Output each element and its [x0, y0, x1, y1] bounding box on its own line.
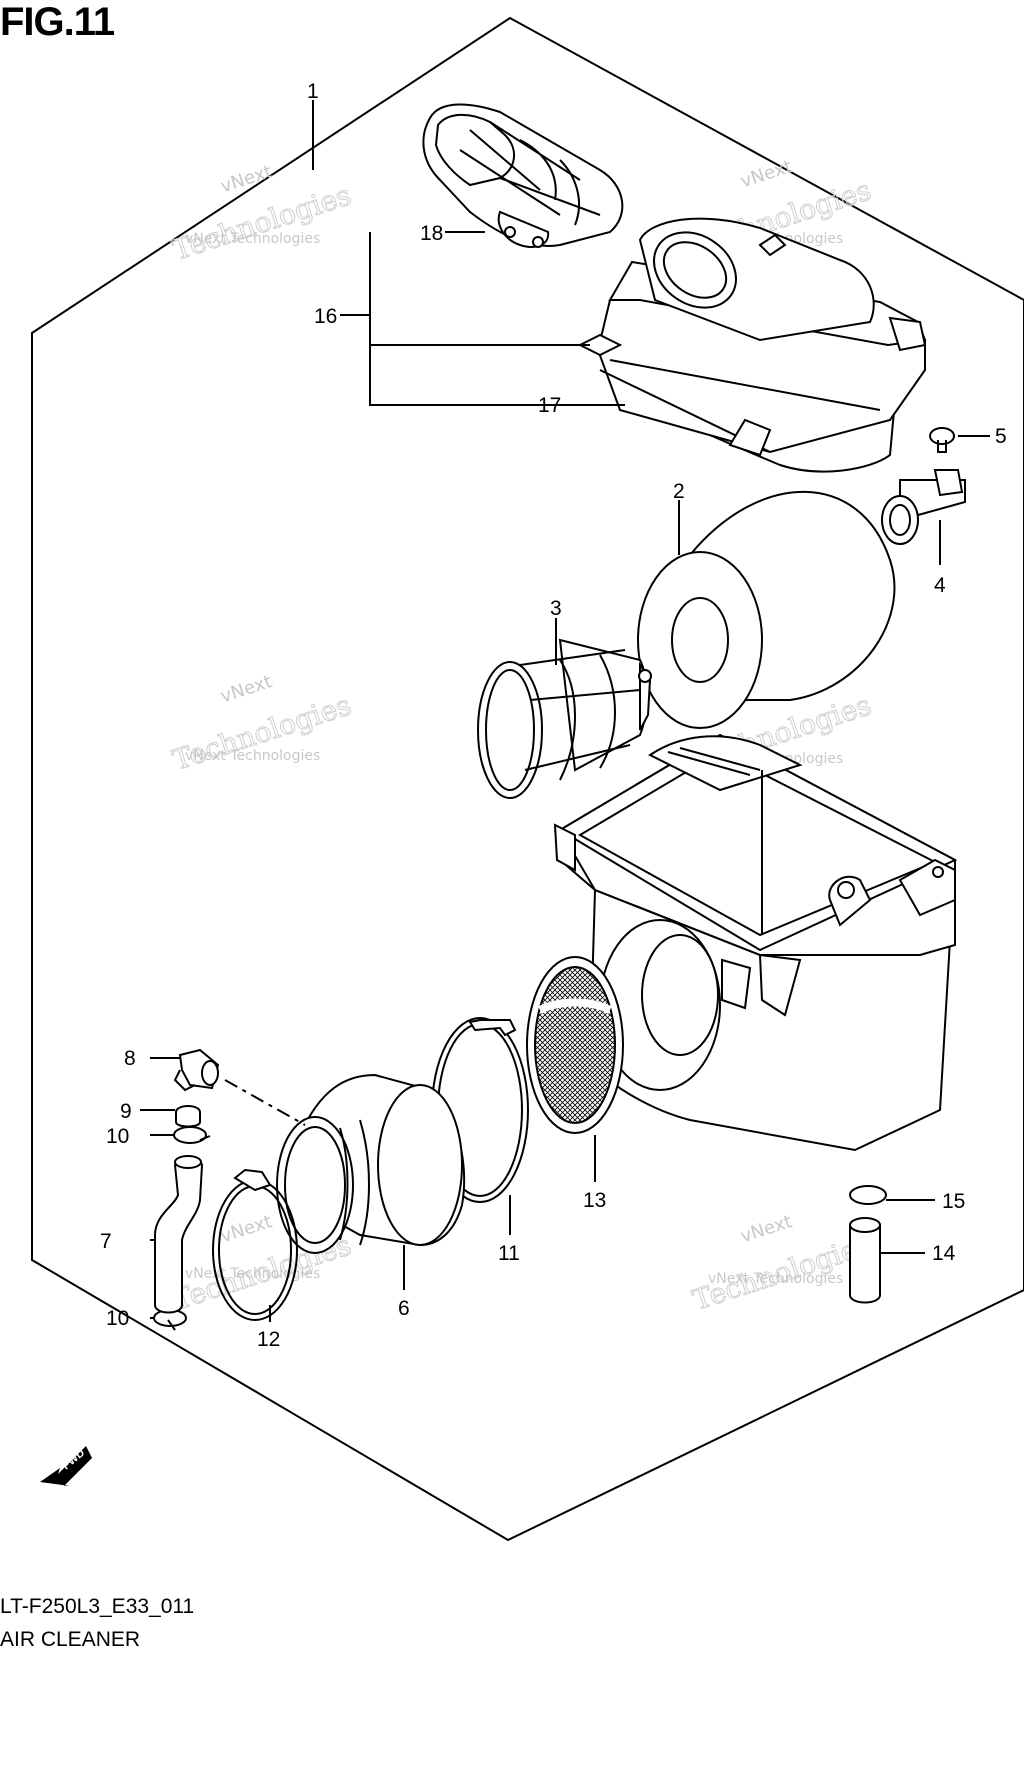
- watermark-text: vNext Technologies: [708, 1271, 843, 1287]
- part-breather-hose: [154, 1155, 204, 1314]
- part-drain-hose: [849, 1217, 881, 1304]
- callout-10-lower: 10: [106, 1307, 129, 1330]
- part-air-cleaner-case: [553, 733, 958, 1152]
- figure-title: FIG.11: [0, 0, 115, 44]
- part-air-cleaner-cap: [577, 217, 927, 473]
- callout-16: 16: [314, 305, 337, 328]
- watermark-text: vNext: [218, 671, 275, 707]
- callout-14: 14: [932, 1242, 956, 1265]
- part-clip-case: [849, 1185, 887, 1205]
- part-intake-boot: [276, 1073, 466, 1254]
- callout-10-upper: 10: [106, 1125, 129, 1148]
- part-clip-upper: [173, 1126, 211, 1144]
- callout-1: 1: [307, 80, 319, 103]
- part-filter-cage: [477, 638, 652, 799]
- figure-caption: AIR CLEANER: [0, 1628, 141, 1651]
- callout-5: 5: [995, 425, 1007, 448]
- callout-2: 2: [673, 480, 685, 503]
- callout-numbers: 1 2 3 4 5 6 7 8 9 10 10 11 12 13 14 15 1…: [100, 80, 1007, 1351]
- watermark-text: vNext Technologies: [185, 748, 320, 764]
- callout-13: 13: [583, 1189, 606, 1212]
- watermark-text: vNext: [218, 1211, 275, 1247]
- part-grommet: [175, 1105, 201, 1128]
- part-intake-duct: [422, 103, 624, 248]
- callout-11: 11: [498, 1242, 520, 1265]
- assembly-boundary: [31, 16, 1024, 1542]
- callout-6: 6: [398, 1297, 410, 1320]
- callout-7: 7: [100, 1230, 112, 1253]
- fwd-arrow-icon: FWD: [40, 1446, 92, 1486]
- callout-3: 3: [550, 597, 562, 620]
- watermark-text: vNext Technologies: [185, 1266, 320, 1282]
- callout-9: 9: [120, 1100, 132, 1123]
- callout-4: 4: [934, 574, 946, 597]
- callout-18: 18: [420, 222, 443, 245]
- watermark-text: vNext: [738, 156, 795, 192]
- leader-lines: [140, 100, 990, 1322]
- callout-8: 8: [124, 1047, 136, 1070]
- watermark-text: vNext Technologies: [185, 231, 320, 247]
- watermark-text: vNext: [738, 1211, 795, 1247]
- part-filter-element: [637, 490, 896, 729]
- part-drain-cap: [881, 469, 966, 545]
- callout-15: 15: [942, 1190, 965, 1213]
- part-mesh-screen: [526, 956, 624, 1134]
- watermark-text: Technologies: [169, 178, 355, 267]
- part-screw: [929, 427, 955, 453]
- part-hose-clamp: [212, 1168, 298, 1321]
- figure-code: LT-F250L3_E33_011: [0, 1595, 195, 1618]
- callout-12: 12: [257, 1328, 280, 1351]
- callout-17: 17: [538, 394, 561, 417]
- part-elbow-fitting: [173, 1048, 220, 1092]
